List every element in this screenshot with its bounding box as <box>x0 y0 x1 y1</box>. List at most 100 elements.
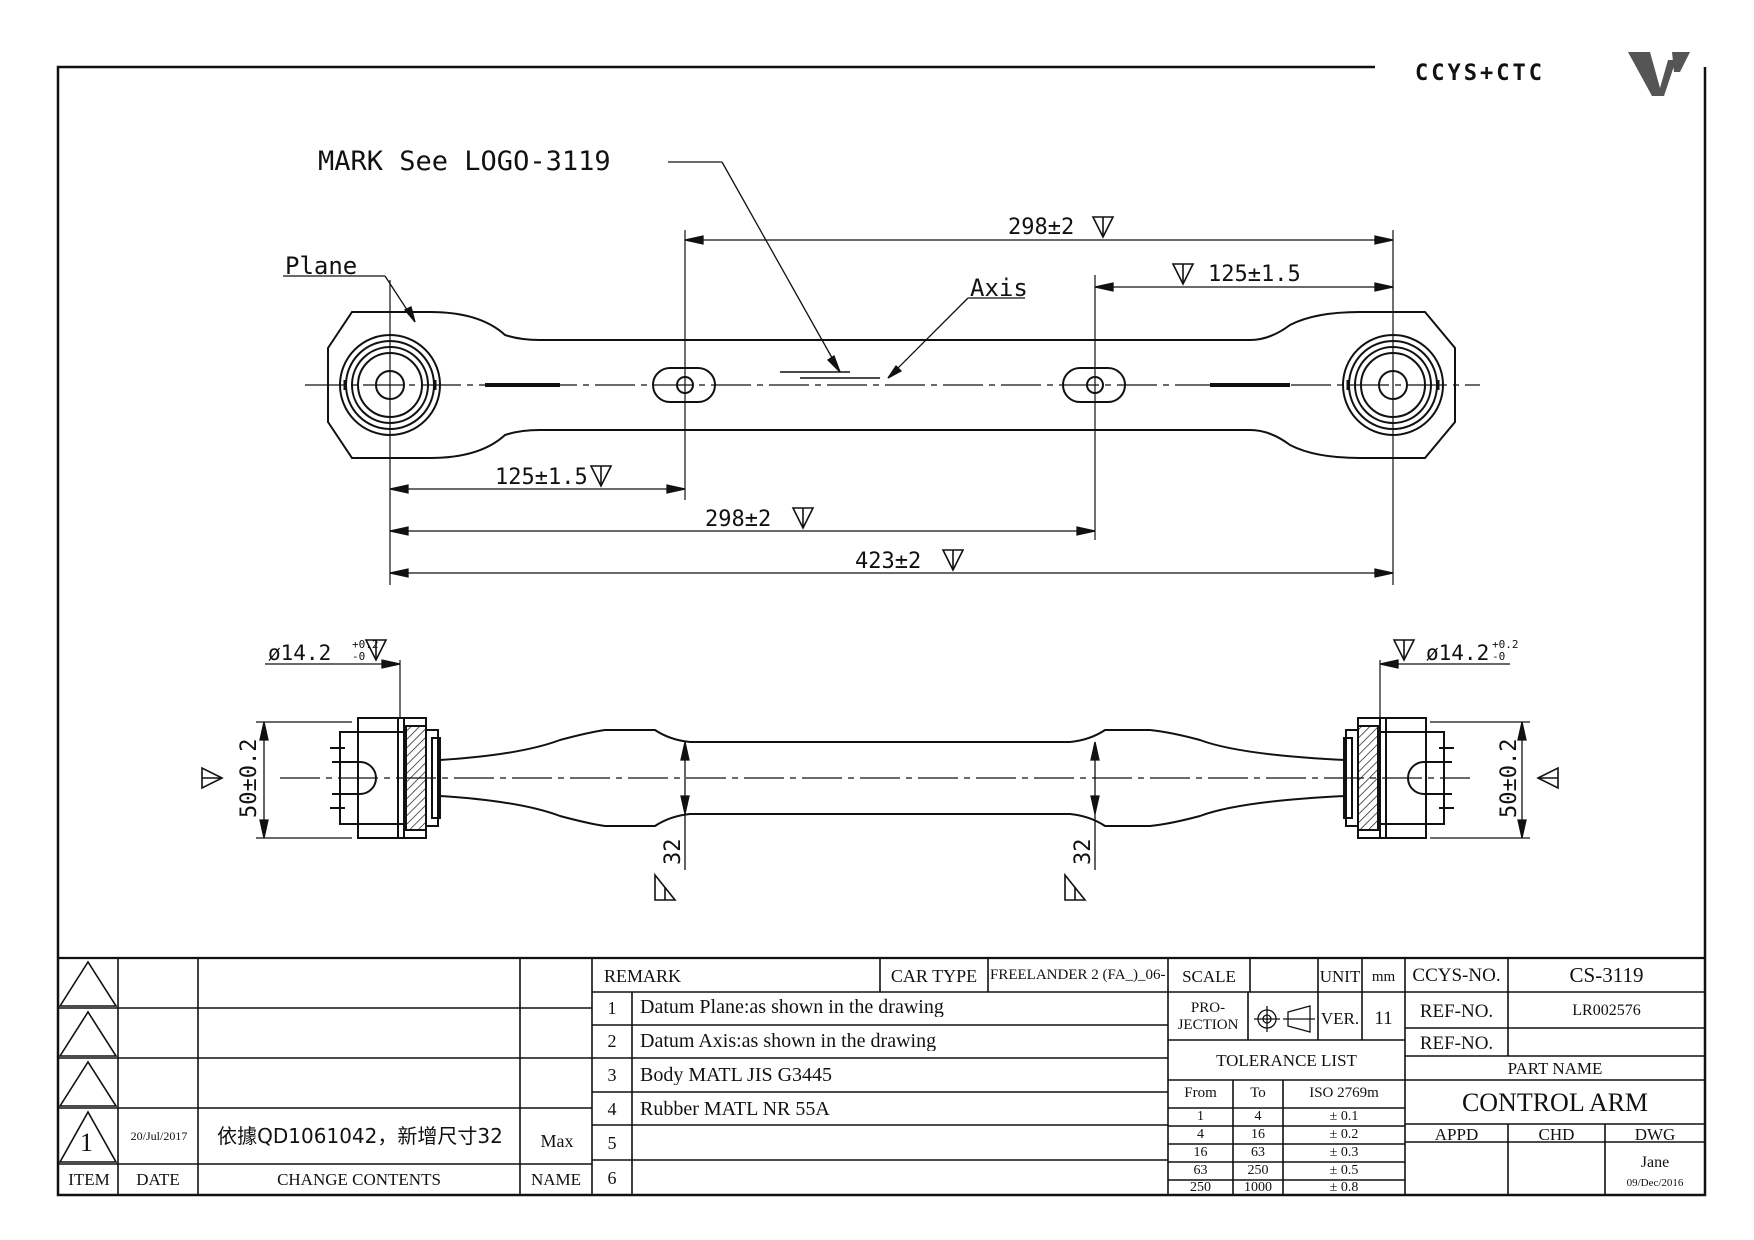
dimension-lines-top <box>389 235 1394 578</box>
ver-label: VER. <box>1320 1010 1360 1027</box>
part-name-label: PART NAME <box>1507 1060 1603 1077</box>
datum-icon <box>364 639 388 662</box>
datum-icon <box>791 507 815 530</box>
dim-width-32-b: 32 <box>1071 839 1096 866</box>
part-name-value: CONTROL ARM <box>1461 1090 1649 1116</box>
dim-top-125: 125±1.5 <box>1208 262 1301 287</box>
dim-height-right: 50±0.2 <box>1497 739 1522 818</box>
datum-icon <box>589 465 613 488</box>
leader-lines <box>283 161 1025 379</box>
left-bushing-side <box>330 717 441 839</box>
datum-icon <box>1392 639 1416 662</box>
dim-height-left: 50±0.2 <box>237 739 262 818</box>
tolerance-cell: 1000 <box>1244 1181 1272 1195</box>
tolerance-cell: 4 <box>1197 1128 1204 1142</box>
remark-header: REMARK <box>604 967 682 985</box>
ref-no-label: REF-NO. <box>1419 1002 1494 1021</box>
tolerance-header-to: To <box>1250 1086 1266 1101</box>
brand-logo: CCYS+CTC <box>1415 52 1690 96</box>
remark-number: 2 <box>607 1032 617 1050</box>
right-bushing-side <box>1343 717 1454 839</box>
car-type-label: CAR TYPE <box>890 967 978 985</box>
tolerance-cell: 16 <box>1251 1128 1265 1142</box>
dwg-value: Jane <box>1640 1155 1670 1171</box>
revision-date: 20/Jul/2017 <box>130 1130 188 1142</box>
revision-marker-icon <box>654 872 677 901</box>
title-block-grid <box>58 956 1705 1195</box>
remark-number: 6 <box>607 1169 617 1187</box>
datum-symbols-side <box>201 639 1559 901</box>
unit-value: mm <box>1371 970 1396 985</box>
tolerance-cell: ± 0.2 <box>1329 1128 1359 1142</box>
dwg-label: DWG <box>1634 1126 1676 1143</box>
mark-label: MARK See LOGO-3119 <box>318 146 611 177</box>
ref-no-value: LR002576 <box>1572 1003 1641 1019</box>
datum-symbols <box>589 216 1195 572</box>
tol-minus-right: -0 <box>1492 650 1505 663</box>
tolerance-cell: 4 <box>1254 1110 1262 1124</box>
ref-no-label-2: REF-NO. <box>1419 1034 1494 1053</box>
revision-item-number: 1 <box>80 1130 93 1156</box>
dim-low-125: 125±1.5 <box>495 465 588 490</box>
side-view-labels: ø14.2 +0.2 -0 ø14.2 +0.2 -0 50±0.2 50±0.… <box>237 638 1522 865</box>
tol-minus-left: -0 <box>352 650 365 663</box>
top-view-labels: MARK See LOGO-3119 Plane Axis 298±2 125±… <box>285 146 1301 574</box>
dim-total-423: 423±2 <box>855 549 921 574</box>
ccys-no-label: CCYS-NO. <box>1412 966 1501 985</box>
tol-plus-right: +0.2 <box>1492 638 1519 651</box>
scale-label: SCALE <box>1182 968 1236 985</box>
arm-body-outline <box>327 311 1456 459</box>
header-name: NAME <box>530 1171 582 1188</box>
chd-label: CHD <box>1538 1126 1575 1143</box>
axis-label: Axis <box>970 274 1028 302</box>
tolerance-title: TOLERANCE LIST <box>1216 1052 1357 1069</box>
revision-triangle-icon <box>58 1060 118 1107</box>
dwg-date: 09/Dec/2016 <box>1626 1178 1684 1189</box>
tolerance-cell: ± 0.3 <box>1329 1146 1359 1160</box>
revision-name: Max <box>540 1132 574 1150</box>
tolerance-cell: ± 0.1 <box>1329 1110 1359 1124</box>
tolerance-cell: 63 <box>1251 1146 1265 1160</box>
svg-text:CCYS+CTC: CCYS+CTC <box>1415 61 1545 86</box>
tolerance-cell: ± 0.8 <box>1329 1181 1359 1195</box>
dimension-lines-side <box>259 659 1527 870</box>
appd-label: APPD <box>1434 1126 1479 1143</box>
revision-change-content: 依據QD1061042，新增尺寸32 <box>217 1126 503 1146</box>
top-view <box>305 230 1480 585</box>
remark-text: Datum Plane:as shown in the drawing <box>640 997 944 1017</box>
tolerance-cell: 250 <box>1247 1164 1269 1178</box>
tolerance-header-iso: ISO 2769m <box>1309 1086 1379 1101</box>
dim-mid-298: 298±2 <box>705 507 771 532</box>
datum-icon <box>201 766 224 790</box>
plane-label: Plane <box>285 252 357 280</box>
dim-top-298: 298±2 <box>1008 215 1074 240</box>
dim-dia-right: ø14.2 <box>1426 641 1489 665</box>
datum-icon <box>941 549 965 572</box>
remark-text: Datum Axis:as shown in the drawing <box>640 1031 937 1051</box>
dim-dia-left: ø14.2 <box>268 641 331 665</box>
datum-icon <box>1091 216 1115 239</box>
tolerance-cell: 63 <box>1193 1164 1208 1178</box>
tolerance-header-from: From <box>1184 1086 1217 1101</box>
remark-text: Rubber MATL NR 55A <box>640 1099 830 1119</box>
revision-triangle-icon <box>58 960 118 1007</box>
remark-number: 4 <box>607 1100 617 1118</box>
ver-value: 11 <box>1374 1009 1393 1028</box>
projection-symbol-icon <box>1254 1005 1315 1033</box>
tolerance-cell: 1 <box>1197 1110 1204 1124</box>
dim-width-32-a: 32 <box>661 839 686 866</box>
revision-triangle-icon <box>58 1010 118 1057</box>
projection-label: PRO- <box>1190 1001 1226 1016</box>
brand-emblem-icon <box>1628 52 1690 96</box>
revision-triangle-icon <box>58 1110 118 1163</box>
header-date: DATE <box>136 1171 180 1188</box>
remark-number: 1 <box>607 999 617 1017</box>
datum-icon <box>1171 263 1195 286</box>
sheet-border <box>56 65 1707 1197</box>
remark-text: Body MATL JIS G3445 <box>640 1065 833 1085</box>
datum-icon <box>1536 766 1559 790</box>
tolerance-cell: 250 <box>1190 1181 1211 1195</box>
unit-label: UNIT <box>1319 968 1361 985</box>
